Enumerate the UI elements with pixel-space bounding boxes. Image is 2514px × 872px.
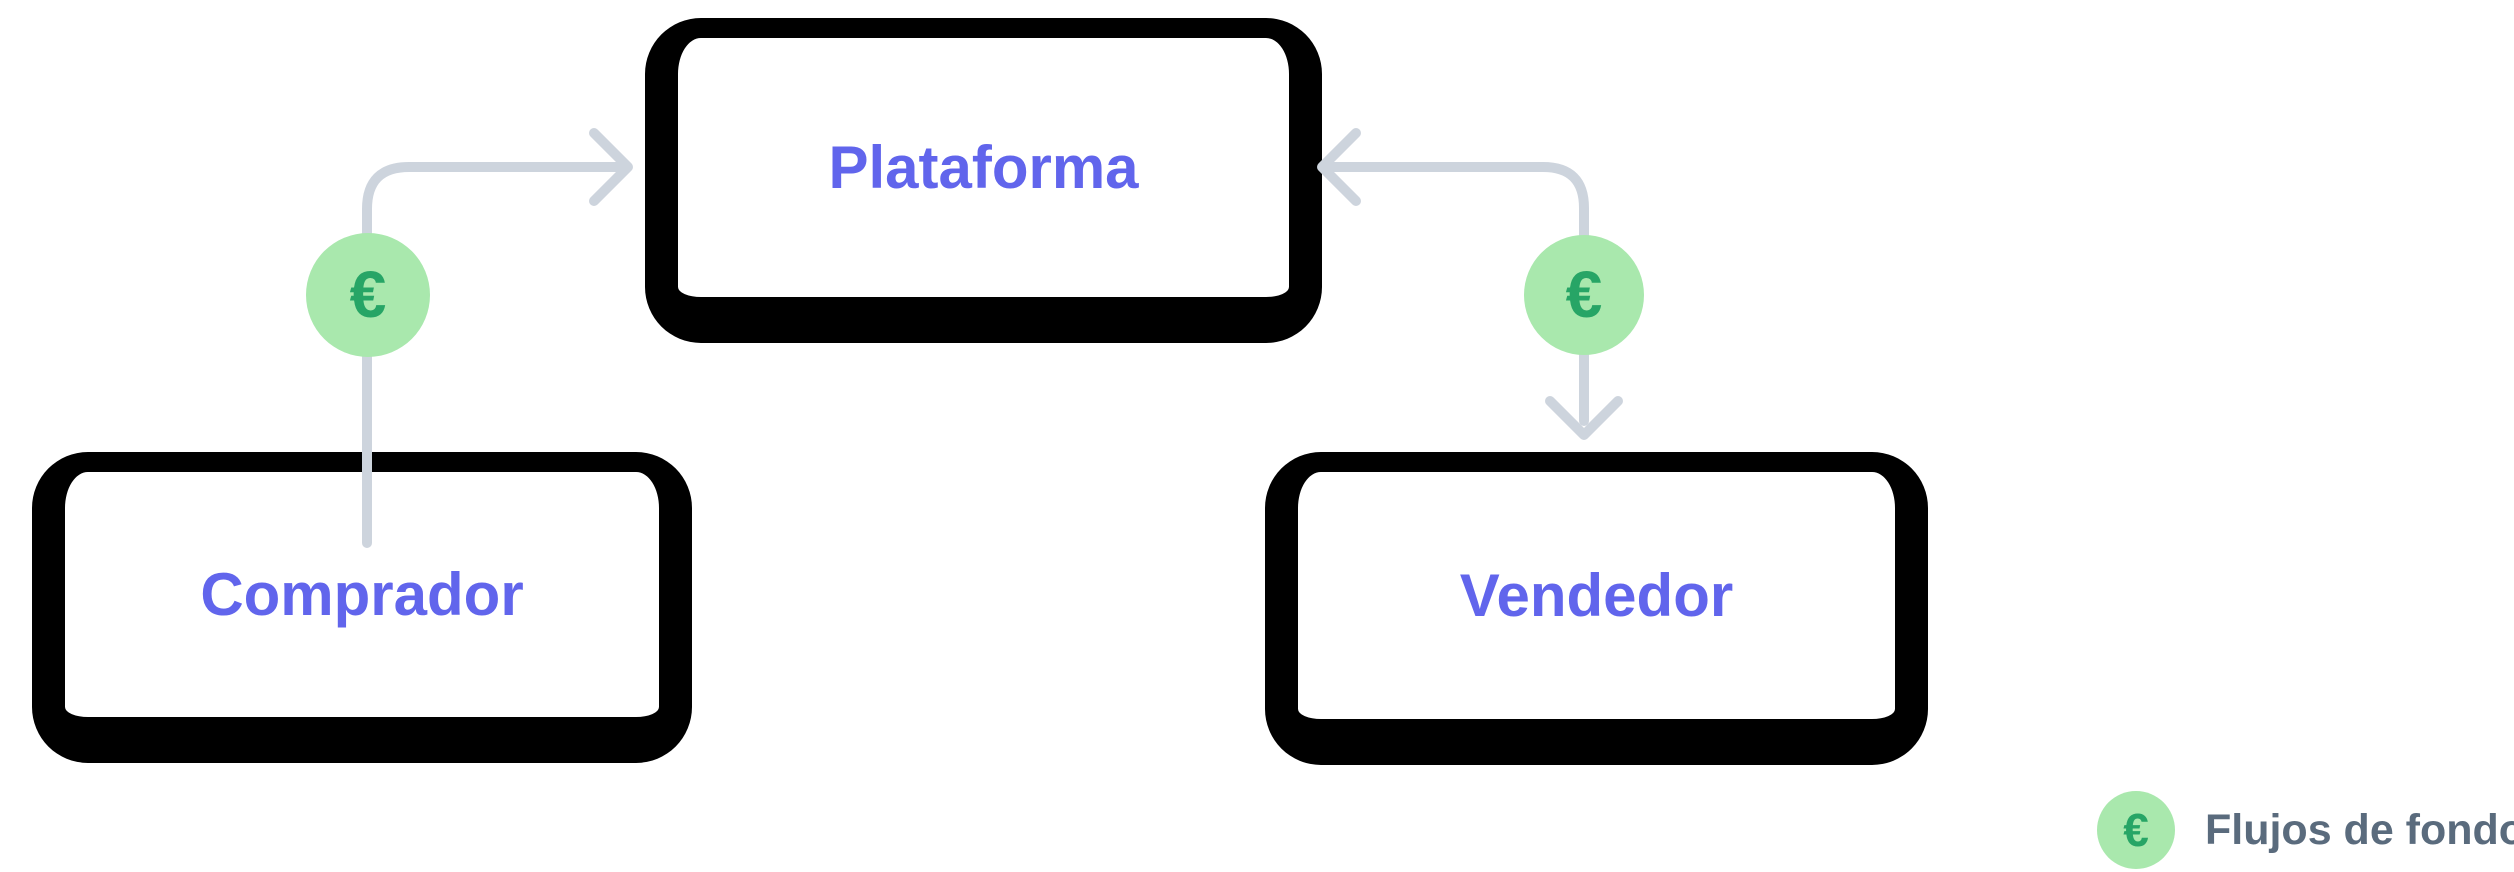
node-vendedor-label: Vendedor: [1459, 562, 1734, 629]
node-comprador-label: Comprador: [200, 561, 524, 628]
euro-icon: €: [2123, 804, 2149, 856]
legend-flujos-de-fondos: € Flujos de fondos: [2097, 791, 2514, 869]
legend-euro-badge: €: [2097, 791, 2175, 869]
arrowhead-into-vendedor: [1545, 396, 1623, 440]
arrowhead-into-plataforma-right: [1317, 128, 1361, 206]
euro-icon: €: [350, 257, 387, 331]
node-vendedor: Vendedor: [1265, 452, 1928, 765]
legend-label: Flujos de fondos: [2205, 805, 2514, 854]
euro-badge-circle: [306, 233, 430, 357]
euro-icon: €: [1566, 257, 1603, 331]
node-plataforma: Plataforma: [645, 18, 1322, 343]
euro-badge-comprador-flow: €: [306, 233, 430, 357]
arrowhead-into-plataforma-left: [589, 128, 633, 206]
euro-badge-circle: [1524, 235, 1644, 355]
node-plataforma-label: Plataforma: [828, 134, 1139, 201]
node-comprador: Comprador: [32, 452, 692, 763]
arrow-plataforma-to-vendedor: [1325, 162, 1589, 426]
euro-badge-vendedor-flow: €: [1524, 235, 1644, 355]
